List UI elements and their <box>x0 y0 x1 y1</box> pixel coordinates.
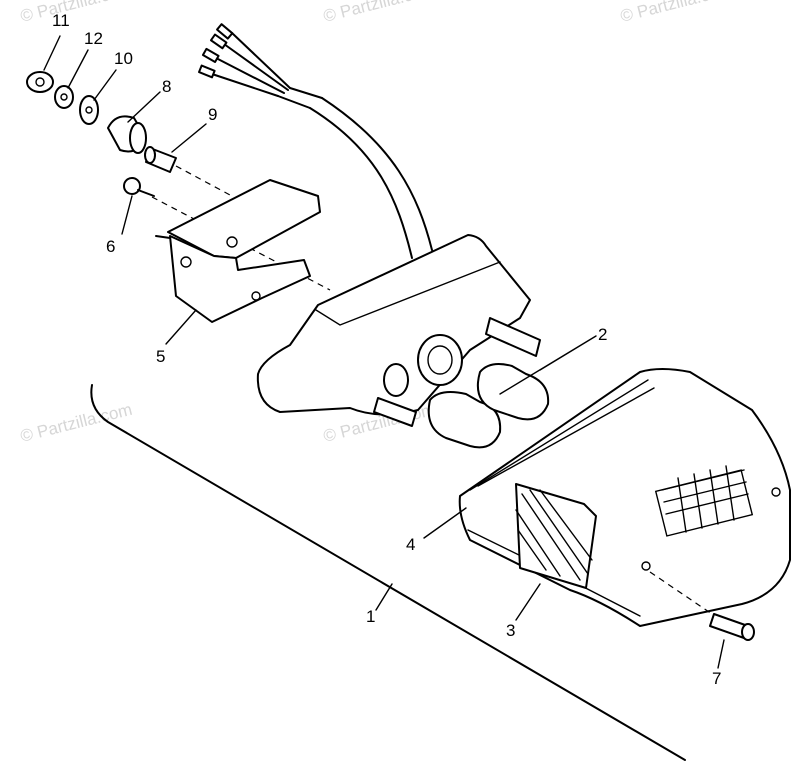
part-reflector-3 <box>515 483 597 589</box>
part-washer-10 <box>79 95 99 125</box>
assembly-bracket-line <box>90 384 686 761</box>
callout-2: 2 <box>598 325 607 344</box>
part-washer-12 <box>54 85 74 109</box>
part-bulbs-2 <box>427 363 550 449</box>
part-nut-11 <box>26 71 54 93</box>
callouts: 11 12 10 8 9 6 5 2 4 3 1 7 <box>52 11 721 688</box>
callout-11: 11 <box>52 11 70 30</box>
part-screw-7 <box>649 571 755 641</box>
callout-7: 7 <box>712 669 721 688</box>
watermark-top-right: © Partzilla.com <box>618 0 734 26</box>
part-tail-light-base <box>256 234 541 427</box>
wiring-harness <box>198 23 433 259</box>
watermark-mid-left: © Partzilla.com <box>18 400 134 446</box>
part-bolt-6 <box>123 177 155 197</box>
callout-8: 8 <box>162 77 171 96</box>
part-collar-9 <box>144 146 177 173</box>
callout-5: 5 <box>156 347 165 366</box>
leader-lines <box>43 35 725 669</box>
watermark-top-left: © Partzilla.com <box>18 0 134 26</box>
callout-6: 6 <box>106 237 115 256</box>
callout-12: 12 <box>84 29 103 48</box>
watermark-top-center: © Partzilla.com <box>321 0 437 26</box>
callout-10: 10 <box>114 49 133 68</box>
callout-4: 4 <box>406 535 415 554</box>
callout-1: 1 <box>366 607 375 626</box>
callout-3: 3 <box>506 621 515 640</box>
part-grommet-8 <box>107 115 147 154</box>
callout-9: 9 <box>208 105 217 124</box>
part-bracket-5 <box>155 179 321 323</box>
